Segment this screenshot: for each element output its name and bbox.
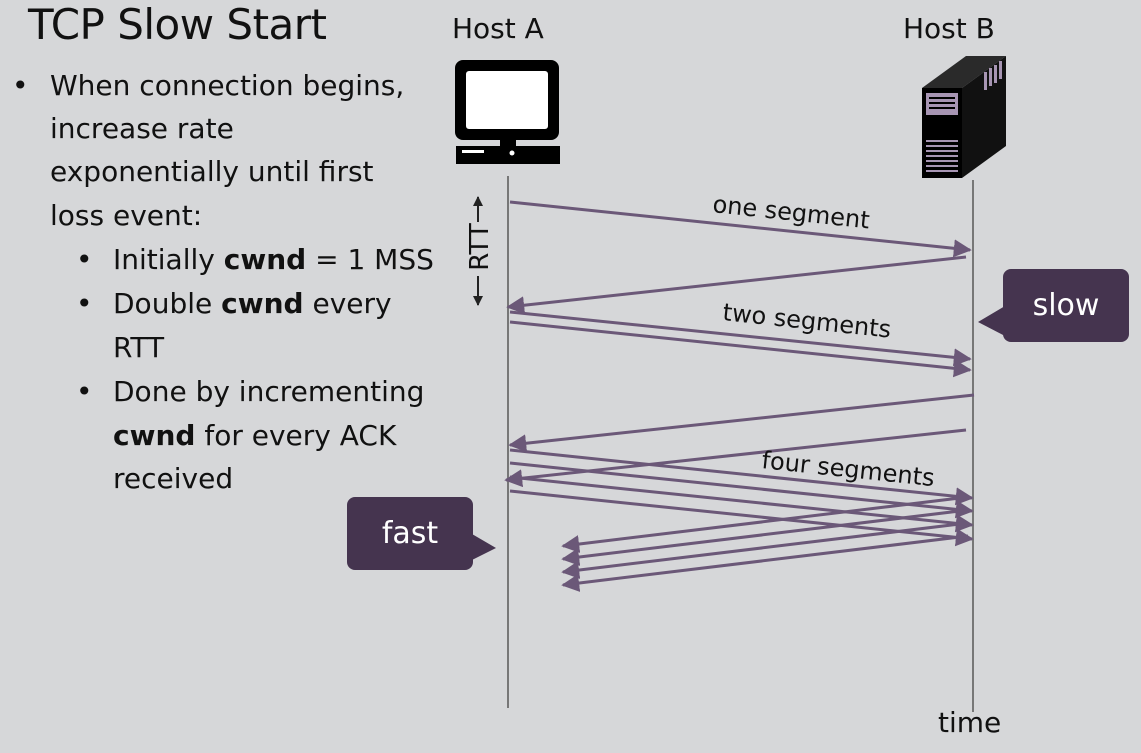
rtt-indicator: RTT [465,196,495,306]
rtt-label: RTT [465,223,495,271]
bullet-line: increase rate [50,112,234,145]
segment-arrow [509,448,974,506]
ack-arrow [508,393,975,453]
sub-bullet-text: Done by incrementing [113,375,425,408]
slow-callout-pointer [978,306,1005,336]
segment-arrow [509,200,972,258]
ack-arrow [561,508,969,566]
fast-callout-pointer [472,534,496,560]
ack-arrow [561,534,969,592]
slide-title: TCP Slow Start [28,0,327,49]
fast-callout: fast [347,497,473,570]
sub-bullet-text: every [303,287,392,320]
sub-bullet-text: = 1 MSS [306,243,434,276]
host-a-label: Host A [452,12,544,45]
bullet-line: When connection begins, [50,69,405,102]
segment-arrow [509,310,972,367]
ack-arrow [506,255,967,315]
slow-callout: slow [1003,269,1129,342]
sub-bullet-text: RTT [113,331,165,364]
cwnd-term: cwnd [221,287,304,320]
segment-arrow [509,475,974,533]
ack-arrow [561,495,969,553]
sub-bullet-text: for every ACK [195,419,397,452]
host-b-label: Host B [903,12,995,45]
bullet-line: loss event: [50,199,203,232]
one-segment-label: one segment [711,190,871,234]
cwnd-term: cwnd [223,243,307,276]
cwnd-term: cwnd [113,419,196,452]
time-label: time [938,706,1002,739]
segment-arrow [509,461,974,519]
bullet-line: exponentially until first [50,155,374,188]
sub-bullet-text: received [113,462,234,495]
segment-arrow [509,320,972,378]
sub-bullet-text: Double [113,287,222,320]
sub-bullet-text: Initially [113,243,224,276]
ack-arrow [561,521,969,579]
server-tower-icon [922,56,1006,178]
desktop-computer-icon [455,60,560,164]
